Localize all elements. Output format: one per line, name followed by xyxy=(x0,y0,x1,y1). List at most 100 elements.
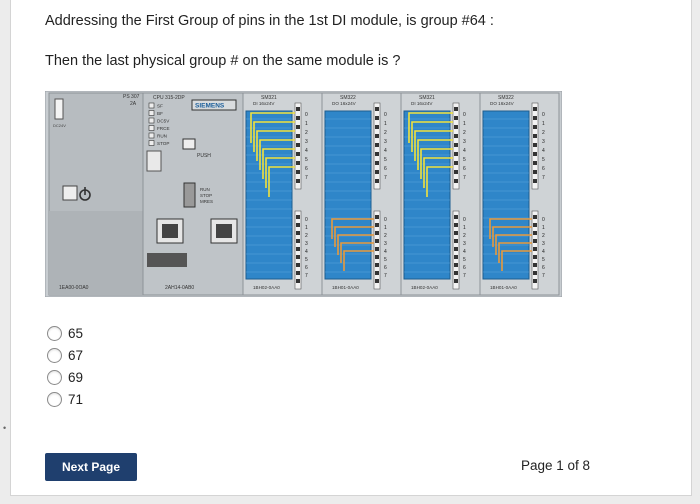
pin-number: 5 xyxy=(463,157,466,163)
pin-number: 6 xyxy=(542,166,545,172)
svg-text:PUSH: PUSH xyxy=(197,153,211,159)
pin-number: 1 xyxy=(305,225,308,231)
cpu-led xyxy=(148,140,155,146)
cpu-led-label: FRCE xyxy=(157,126,170,131)
module-subtitle: DI 16x24V xyxy=(253,101,275,106)
pin-number: 5 xyxy=(305,157,308,163)
cpu-led xyxy=(148,102,155,109)
pin-number: 0 xyxy=(384,112,387,118)
option-71[interactable]: 71 xyxy=(47,388,83,410)
cpu-led xyxy=(148,132,155,139)
pin-number: 3 xyxy=(305,241,308,247)
wire xyxy=(256,130,295,161)
radio-button[interactable] xyxy=(47,347,62,363)
cpu-brand: SIEMENS xyxy=(195,103,225,110)
pin-number: 1 xyxy=(463,121,466,127)
wire xyxy=(259,139,295,170)
pin-number: 6 xyxy=(463,166,466,172)
cpu-led-label: SF xyxy=(157,104,163,109)
wire xyxy=(265,157,295,188)
wire xyxy=(489,218,532,239)
pin-number: 6 xyxy=(384,166,387,172)
option-69[interactable]: 69 xyxy=(47,366,83,388)
wire xyxy=(492,226,532,247)
pin-number: 3 xyxy=(305,139,308,145)
cpu-led-label: RUN xyxy=(157,134,167,139)
pin-number: 5 xyxy=(384,257,387,263)
svg-text:RUN: RUN xyxy=(200,187,210,192)
power-supply-module: DC24V 1EA00-0OA0 PS 307 2A xyxy=(48,92,144,296)
wire xyxy=(417,139,453,170)
pin-number: 3 xyxy=(542,241,545,247)
pin-number: 0 xyxy=(463,112,466,118)
pin-number: 3 xyxy=(384,241,387,247)
pin-number: 4 xyxy=(463,249,466,255)
wire xyxy=(250,112,295,143)
pin-number: 3 xyxy=(463,241,466,247)
pin-number: 0 xyxy=(542,112,545,118)
pin-number: 5 xyxy=(305,257,308,263)
pin-number: 0 xyxy=(542,217,545,223)
wire xyxy=(340,242,374,263)
edge-mark: • xyxy=(3,423,7,433)
module-title: SM321 xyxy=(419,95,435,101)
pin-number: 4 xyxy=(463,148,466,154)
next-page-button[interactable]: Next Page xyxy=(45,453,137,481)
radio-button[interactable] xyxy=(47,369,62,385)
ps-label: PS 307 xyxy=(123,94,140,100)
question-line-2: Then the last physical group # on the sa… xyxy=(45,53,401,69)
option-label: 71 xyxy=(68,391,84,407)
pin-number: 0 xyxy=(305,217,308,223)
pin-number: 7 xyxy=(463,273,466,279)
pin-number: 0 xyxy=(384,217,387,223)
wire xyxy=(343,250,374,271)
pin-number: 7 xyxy=(384,175,387,181)
cpu-led xyxy=(148,117,155,124)
pin-number: 3 xyxy=(463,139,466,145)
pin-number: 2 xyxy=(542,233,545,239)
answer-options: 65 67 69 71 xyxy=(47,322,83,410)
option-label: 69 xyxy=(68,369,84,385)
pin-number: 2 xyxy=(463,233,466,239)
pin-number: 5 xyxy=(463,257,466,263)
wire xyxy=(262,148,295,179)
pin-number: 7 xyxy=(463,175,466,181)
module-title: SM322 xyxy=(340,95,356,101)
svg-text:2A: 2A xyxy=(130,101,137,107)
module-subtitle: DO 16x24V xyxy=(490,101,515,106)
option-67[interactable]: 67 xyxy=(47,344,83,366)
question-line-1: Addressing the First Group of pins in th… xyxy=(45,13,494,29)
wire xyxy=(495,234,532,255)
pin-number: 4 xyxy=(542,249,545,255)
wire xyxy=(253,121,295,152)
pin-number: 2 xyxy=(305,233,308,239)
pin-number: 5 xyxy=(542,157,545,163)
radio-button[interactable] xyxy=(47,391,62,407)
pin-number: 4 xyxy=(305,148,308,154)
svg-text:2AH14-0AB0: 2AH14-0AB0 xyxy=(165,285,194,291)
module-subtitle: DI 16x24V xyxy=(411,101,433,106)
pin-number: 7 xyxy=(305,175,308,181)
wire xyxy=(501,250,532,271)
svg-text:MRES: MRES xyxy=(200,199,213,204)
wire xyxy=(420,148,453,179)
wire xyxy=(334,226,374,247)
cpu-led-label: BF xyxy=(157,111,163,116)
cpu-led xyxy=(148,110,155,116)
radio-button[interactable] xyxy=(47,325,62,341)
svg-text:DC24V: DC24V xyxy=(53,123,66,128)
quiz-frame: Addressing the First Group of pins in th… xyxy=(10,0,692,496)
module-order: 1BH01-0AA0 xyxy=(490,285,517,290)
module-order: 1BH02-0AA0 xyxy=(253,285,280,290)
plc-rack-figure: DC24V 1EA00-0OA0 PS 307 2A CPU 315-2DP S… xyxy=(45,91,562,297)
option-65[interactable]: 65 xyxy=(47,322,83,344)
option-label: 65 xyxy=(68,325,84,341)
wire xyxy=(411,121,453,152)
pin-number: 1 xyxy=(384,121,387,127)
module-title: SM321 xyxy=(261,95,277,101)
module-subtitle: DO 16x24V xyxy=(332,101,357,106)
